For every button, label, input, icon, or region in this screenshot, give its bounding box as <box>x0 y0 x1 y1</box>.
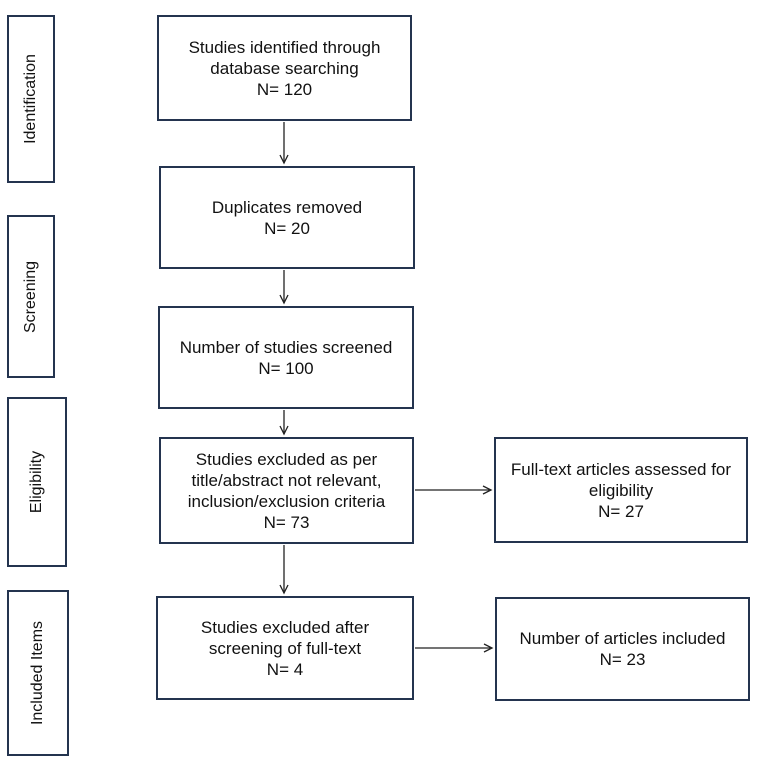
box-identified: Studies identified through database sear… <box>157 15 412 121</box>
box-fulltext-assessed: Full-text articles assessed for eligibil… <box>494 437 748 543</box>
box-studies-screened-text: Number of studies screened N= 100 <box>179 337 393 378</box>
stage-identification: Identification <box>7 15 55 183</box>
stage-included: Included Items <box>7 590 69 756</box>
box-excluded-title-abstract-text: Studies excluded as per title/abstract n… <box>187 449 386 532</box>
box-articles-included: Number of articles included N= 23 <box>495 597 750 701</box>
box-fulltext-assessed-text: Full-text articles assessed for eligibil… <box>510 459 732 521</box>
box-studies-screened: Number of studies screened N= 100 <box>158 306 414 409</box>
box-duplicates-removed-text: Duplicates removed N= 20 <box>211 197 363 238</box>
box-articles-included-text: Number of articles included N= 23 <box>519 629 726 669</box>
box-excluded-fulltext: Studies excluded after screening of full… <box>156 596 414 700</box>
box-duplicates-removed: Duplicates removed N= 20 <box>159 166 415 269</box>
box-excluded-fulltext-text: Studies excluded after screening of full… <box>200 617 370 679</box>
stage-screening: Screening <box>7 215 55 378</box>
box-excluded-title-abstract: Studies excluded as per title/abstract n… <box>159 437 414 544</box>
stage-eligibility: Eligibility <box>7 397 67 567</box>
box-identified-text: Studies identified through database sear… <box>188 37 381 99</box>
